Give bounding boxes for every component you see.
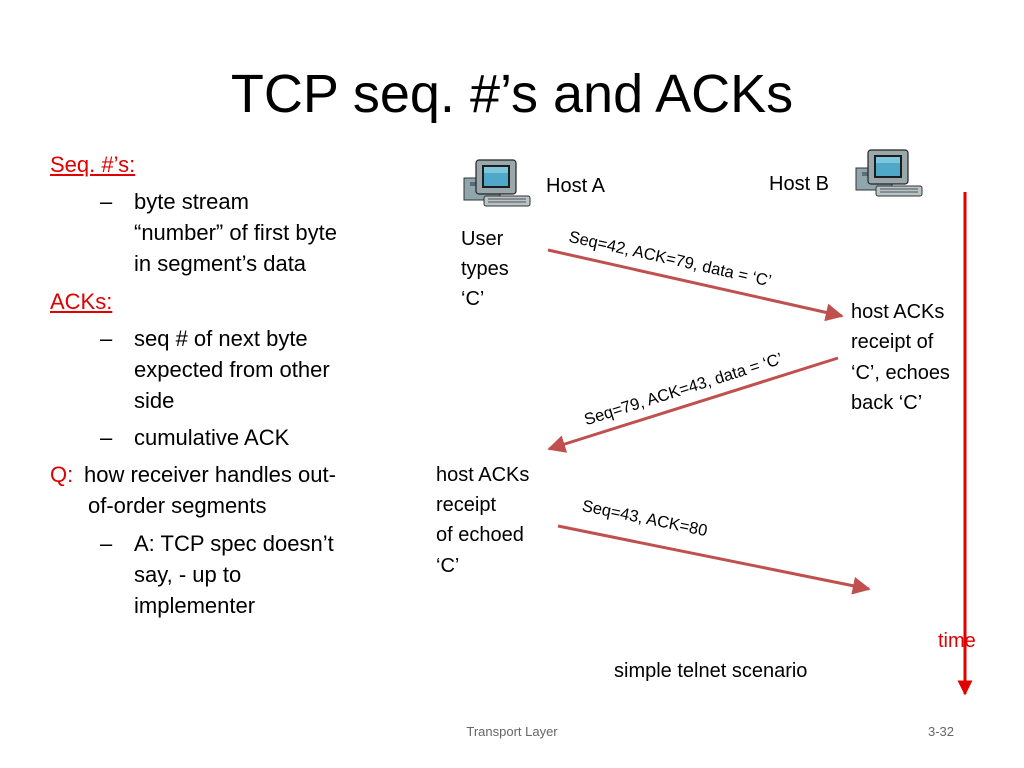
host-b-label: Host B <box>769 173 830 195</box>
seq-bullet-dash: – <box>100 189 113 214</box>
acks-bullet1-dash: – <box>100 326 113 351</box>
computer-icon <box>855 149 923 197</box>
seq-bullet-line-3: in segment’s data <box>134 251 307 276</box>
q-bullet-line-3: implementer <box>134 593 256 618</box>
host-a-note-line-2: receipt <box>436 494 497 516</box>
message-arrow-3 <box>557 524 871 595</box>
user-types-line-3: ‘C’ <box>461 288 485 310</box>
message-arrow-1 <box>547 248 844 322</box>
message-arrow-2 <box>547 356 839 453</box>
host-a-note-line-3: of echoed <box>436 524 524 546</box>
q-text-line-2: of-order segments <box>88 493 267 518</box>
user-types-line-2: types <box>461 258 509 280</box>
host-a-label: Host A <box>546 175 605 197</box>
host-a-note-line-1: host ACKs <box>436 464 530 486</box>
host-b-note-line-4: back ‘C’ <box>851 392 923 414</box>
computer-icon <box>463 159 531 207</box>
seq-bullet-line-2: “number” of first byte <box>134 220 337 245</box>
host-b-note-line-1: host ACKs <box>851 301 945 323</box>
footer-title: Transport Layer <box>466 724 558 739</box>
acks-bullet1-line-1: seq # of next byte <box>134 326 308 351</box>
page-number: 3-32 <box>928 724 955 739</box>
q-bullet-dash: – <box>100 531 113 556</box>
host-b-note-line-2: receipt of <box>851 331 934 353</box>
host-a-note-line-4: ‘C’ <box>436 555 460 577</box>
q-label: Q: <box>50 462 74 487</box>
acks-bullet2: cumulative ACK <box>134 425 290 450</box>
seq-bullet-line-1: byte stream <box>134 189 249 214</box>
q-text-line-1: how receiver handles out- <box>84 462 336 487</box>
acks-bullet2-dash: – <box>100 425 113 450</box>
acks-heading: ACKs: <box>50 289 113 314</box>
q-bullet-line-1: A: TCP spec doesn’t <box>134 531 334 556</box>
host-b-note-line-3: ‘C’, echoes <box>851 362 950 384</box>
q-bullet-line-2: say, - up to <box>134 562 242 587</box>
time-label: time <box>938 630 976 652</box>
slide-title: TCP seq. #’s and ACKs <box>230 64 794 124</box>
user-types-line-1: User <box>461 228 504 250</box>
acks-bullet1-line-3: side <box>134 388 175 413</box>
seq-heading: Seq. #’s: <box>50 152 136 177</box>
acks-bullet1-line-2: expected from other <box>134 357 330 382</box>
diagram-caption: simple telnet scenario <box>614 660 808 682</box>
